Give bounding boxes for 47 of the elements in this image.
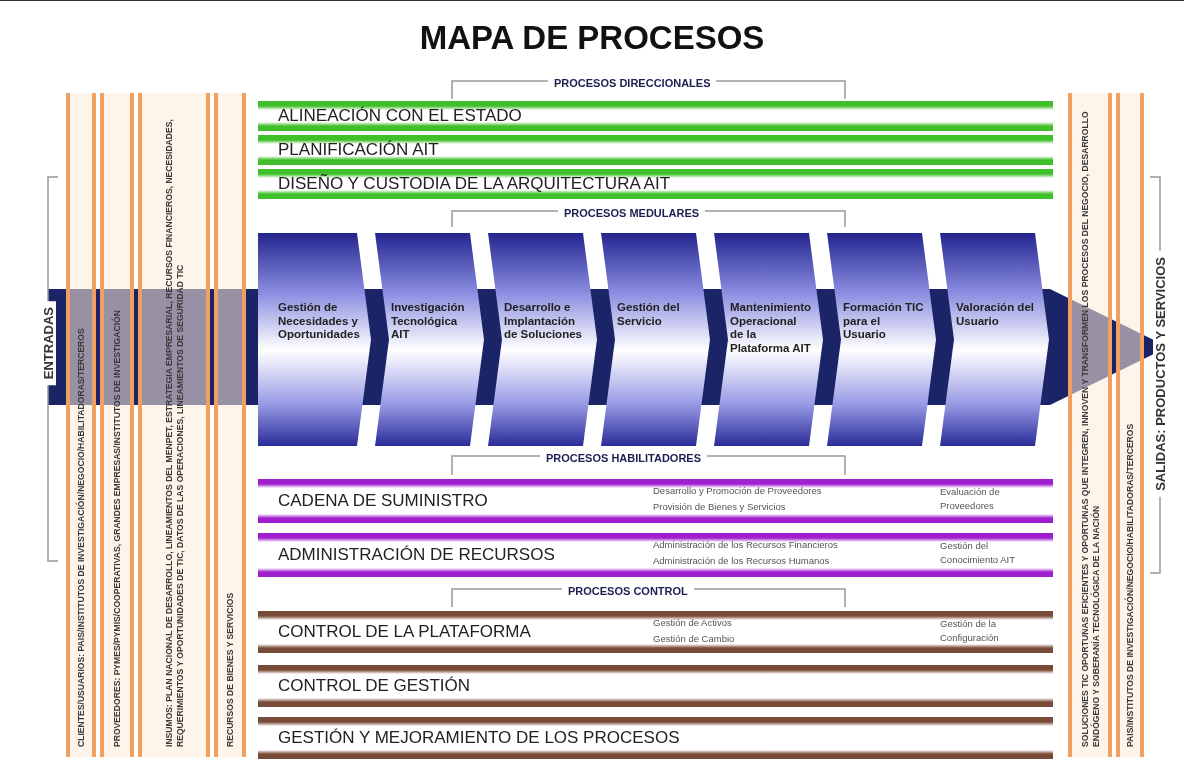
process-band (258, 101, 1053, 131)
column-text: CLIENTES/USUARIOS: PAIS/INSTITUTOS DE INVESTIGACIÓN/NEGOCIO/HABILITADORAS/TERCEROS (75, 327, 87, 747)
section-heading: PROCESOS MEDULARES (558, 207, 706, 219)
process-band (258, 135, 1053, 165)
input-output-column (1068, 93, 1112, 757)
process-name: DISEÑO Y CUSTODIA DE LA ARQUITECTURA AIT (278, 174, 671, 194)
subprocess-text: Provisión de Bienes y Servicios (653, 501, 786, 512)
column-text: INSUMOS: PLAN NACIONAL DE DESARROLLO, LINEAMIENTOS DEL MENPET, ESTRATEGIA EMPRESARIAL, RECURSOS FINANCIEROS, NECESIDADES, REQUERIMIENTOS Y OPORTUNIDADES DE TIC, DATOS DE LAS OPERACIONES, LINEAMIENTOS DE SEGURIDAD TIC (163, 118, 185, 747)
input-output-column (66, 93, 96, 757)
input-output-column (1116, 93, 1144, 757)
process-name: Gestión de Necesidades y Oportunidades (278, 301, 360, 342)
section-heading: PROCESOS DIRECCIONALES (548, 77, 717, 89)
section-heading: PROCESOS HABILITADORES (540, 452, 708, 464)
process-name: CADENA DE SUMINISTRO (278, 491, 488, 511)
process-name: Formación TIC para el Usuario (843, 301, 925, 342)
process-name: ALINEACIÓN CON EL ESTADO (278, 106, 522, 126)
input-output-column (214, 93, 246, 757)
subprocess-text: Administración de los Recursos Financieros (653, 539, 838, 550)
subprocess-text: Desarrollo y Promoción de Proveedores (653, 485, 822, 496)
process-band (258, 169, 1053, 199)
input-output-column (100, 93, 134, 757)
process-name: Gestión del Servicio (617, 301, 681, 328)
process-name: Desarrollo e Implantación de Soluciones (504, 301, 583, 342)
process-name: Mantenimiento Operacional de la Plataforma AIT (730, 301, 812, 355)
column-text: PROVEEDORES: PYMES/PYMIS/COOPERATIVAS, GRANDES EMPRESAS/INSTITUTOS DE INVESTIGACIÓN (111, 309, 123, 747)
process-name: PLANIFICACIÓN AIT (278, 140, 439, 160)
subprocess-text: Gestión de Cambio (653, 633, 735, 644)
process-name: CONTROL DE LA PLATAFORMA (278, 622, 531, 642)
section-heading: ENTRADAS (41, 301, 56, 386)
subprocess-text: Administración de los Recursos Humanos (653, 555, 830, 566)
process-name: Investigación Tecnológica AIT (391, 301, 466, 342)
column-text: RECURSOS DE BIENES Y SERVICIOS (224, 591, 236, 747)
process-name: GESTIÓN Y MEJORAMIENTO DE LOS PROCESOS (278, 728, 680, 748)
process-step (258, 233, 371, 446)
section-heading: PROCESOS CONTROL (562, 585, 694, 597)
subprocess-text: Gestión del Conocimiento AIT (940, 539, 1016, 567)
process-name: Valoración del Usuario (956, 301, 1035, 328)
input-output-column (138, 93, 210, 757)
subprocess-text: Gestión de la Configuración (940, 617, 1000, 645)
column-text: SOLUCIONES TIC OPORTUNAS EFICIENTES Y OPORTUNAS QUE INTEGREN, INNOVEN Y TRANSFORMEN LOS PROCESOS DEL NEGOCIO, DESARROLLO ENDÓGENO Y SOBERANÍA TECNOLÓGICA DE LA NACIÓN (1079, 110, 1101, 747)
process-name: CONTROL DE GESTIÓN (278, 676, 471, 696)
section-heading: SALIDAS: PRODUCTOS Y SERVICIOS (1153, 251, 1168, 497)
subprocess-text: Evaluación de Proveedores (940, 485, 1001, 513)
title: MAPA DE PROCESOS (418, 19, 766, 57)
process-name: ADMINISTRACIÓN DE RECURSOS (278, 545, 555, 565)
subprocess-text: Gestión de Activos (653, 617, 732, 628)
column-text: PAIS/INSTITUTOS DE INVESTIGACIÓN/NEGOCIO/HABILITADORAS/TERCEROS (1124, 422, 1136, 747)
